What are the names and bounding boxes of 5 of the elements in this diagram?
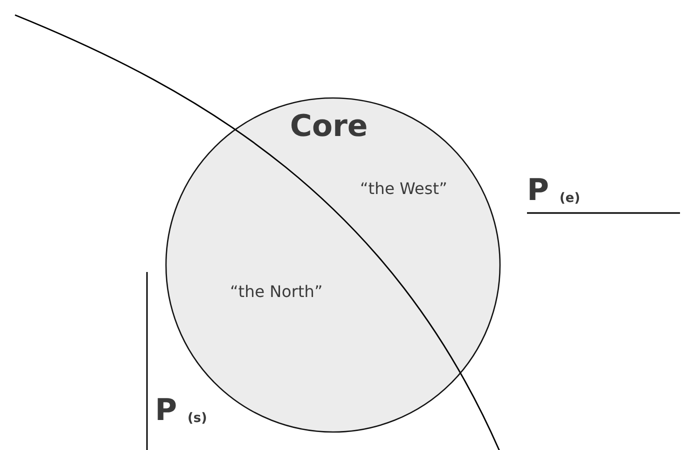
region-label: “the North” bbox=[230, 282, 323, 301]
pressure-label: P $_{(s)}$ bbox=[155, 396, 208, 426]
core-title: Core bbox=[290, 109, 368, 144]
pressure-label: P $_{(e)}$ bbox=[527, 176, 580, 206]
region-label: “the West” bbox=[360, 179, 448, 198]
